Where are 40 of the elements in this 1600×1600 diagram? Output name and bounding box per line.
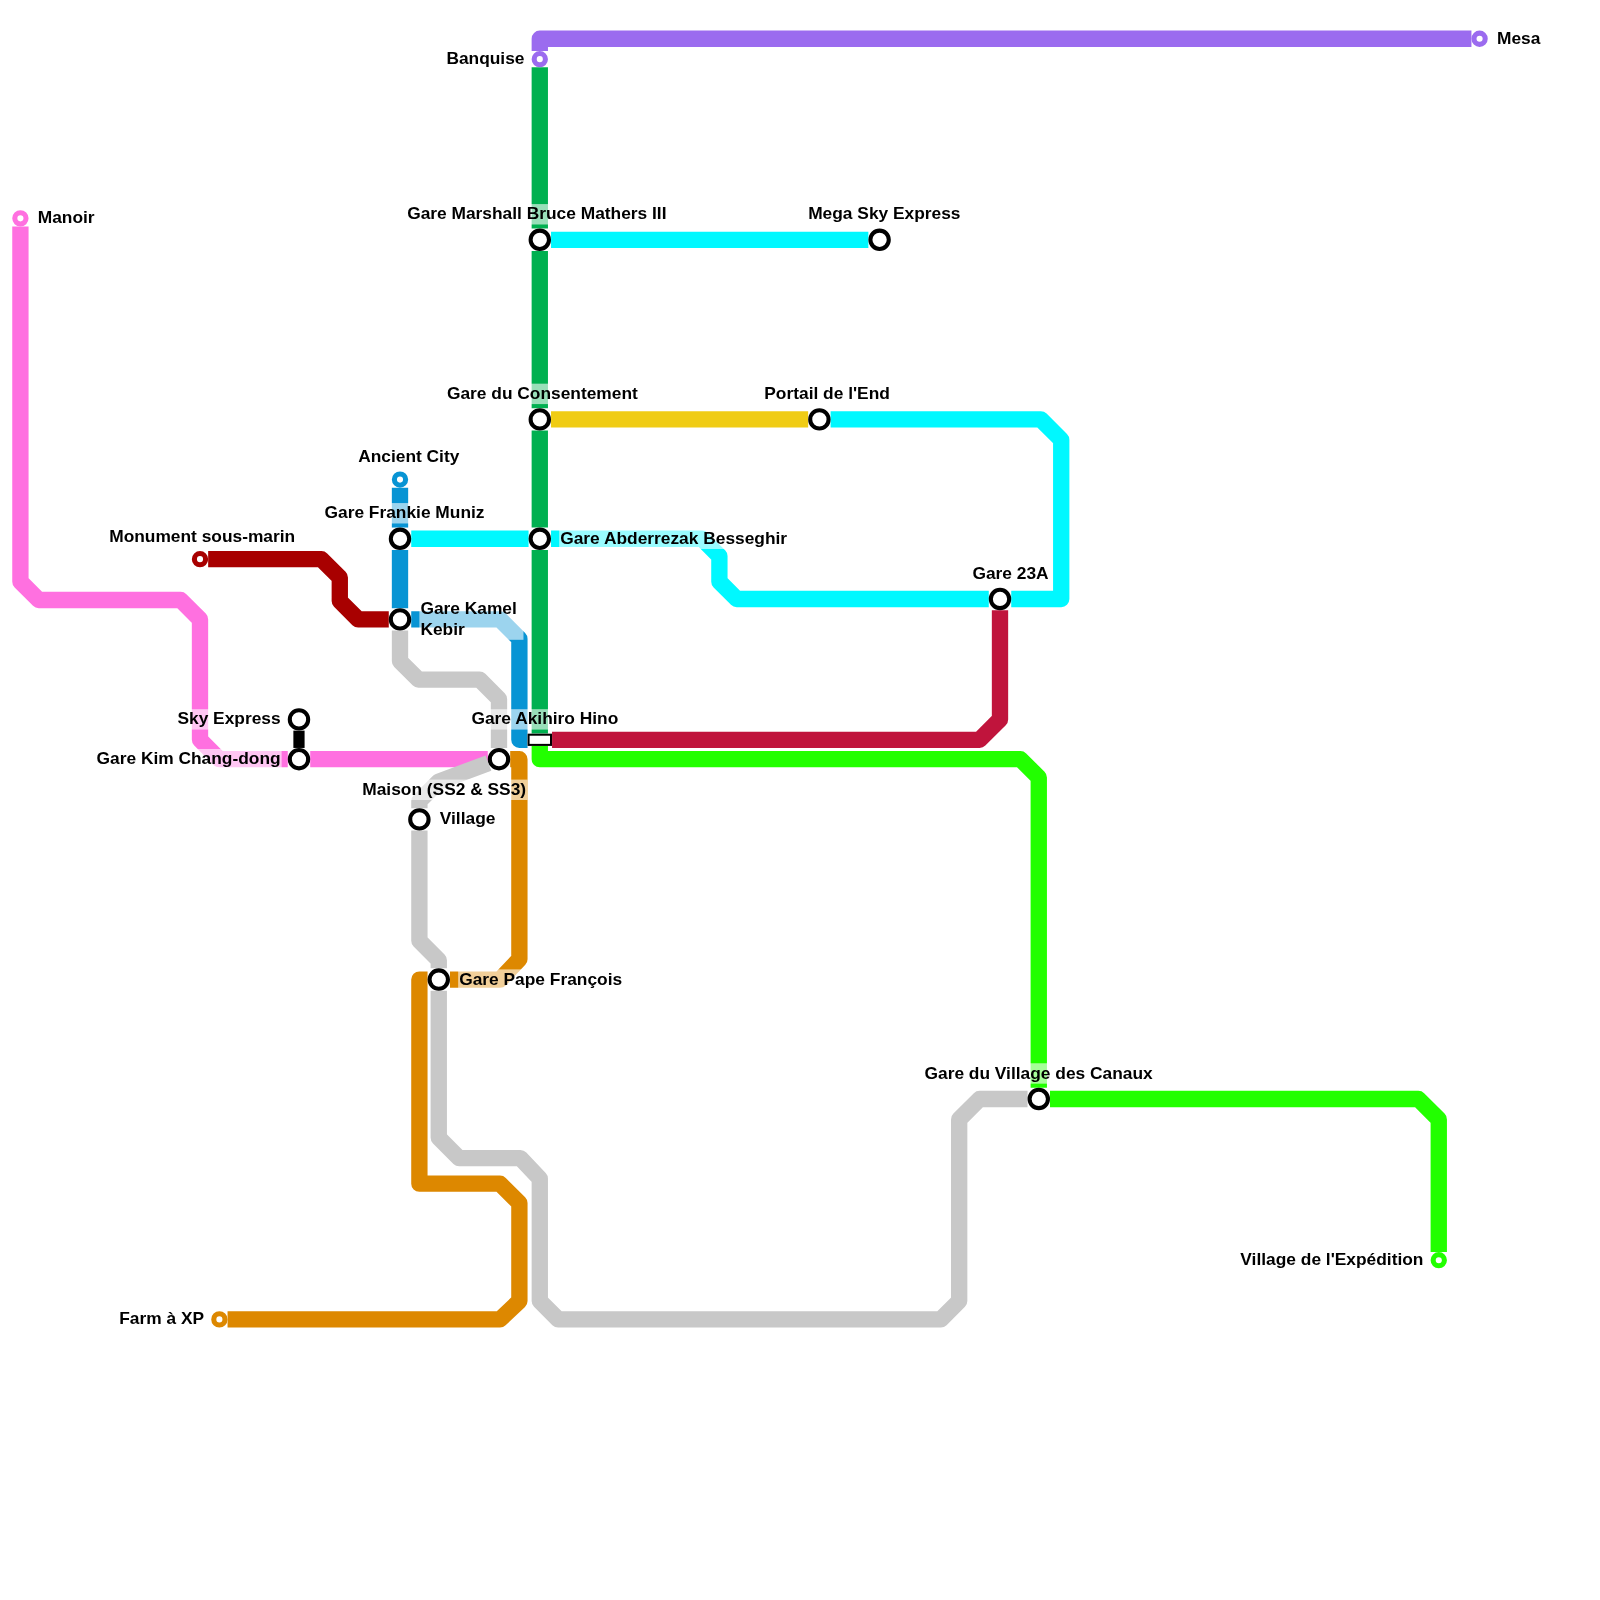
metro-line (391, 630, 508, 748)
station-name: Gare Frankie Muniz (323, 503, 486, 524)
metro-line (531, 30, 1472, 51)
station-name: Gare Pape François (458, 969, 624, 990)
metro-line (411, 611, 528, 748)
metro-line (551, 231, 869, 248)
station-name: Gare du Village des Canaux (923, 1063, 1154, 1084)
metro-line (531, 430, 548, 528)
station-name: Village (438, 809, 497, 830)
metro-line (430, 990, 1028, 1328)
metro-line (411, 830, 447, 969)
metro-line (12, 226, 288, 768)
station-name: Gare Marshall Bruce Mathers III (406, 204, 668, 225)
metro-line (411, 755, 492, 810)
metro-line (531, 251, 548, 409)
station-name: Mega Sky Express (807, 204, 962, 225)
metro-line (310, 751, 488, 768)
station-name: Village de l'Expédition (1239, 1250, 1425, 1271)
metro-line (293, 730, 305, 748)
metro-line (450, 751, 528, 988)
metro-line (531, 745, 1047, 1088)
metro-line (1050, 1090, 1447, 1253)
metro-line (227, 971, 528, 1328)
station-name: Gare Kim Chang-dong (95, 749, 282, 770)
metro-line (551, 530, 989, 608)
metro-line (830, 411, 1070, 608)
station-name: Gare Kamel Kebir (419, 599, 524, 640)
metro-line (391, 550, 409, 609)
metro-line (411, 530, 529, 547)
station-name: Gare Akihiro Hino (470, 709, 620, 730)
metro-line (552, 610, 1009, 748)
station-name: Sky Express (176, 709, 282, 730)
metro-line (208, 551, 389, 628)
metro-line (391, 487, 409, 528)
metro-line (531, 67, 548, 229)
metro-line (551, 411, 809, 428)
station-name: Banquise (445, 49, 526, 70)
station-name: Gare du Consentement (445, 383, 639, 405)
station-name: Gare Abderrezak Besseghir (559, 528, 789, 549)
station-name: Maison (SS2 & SS3) (361, 779, 528, 800)
